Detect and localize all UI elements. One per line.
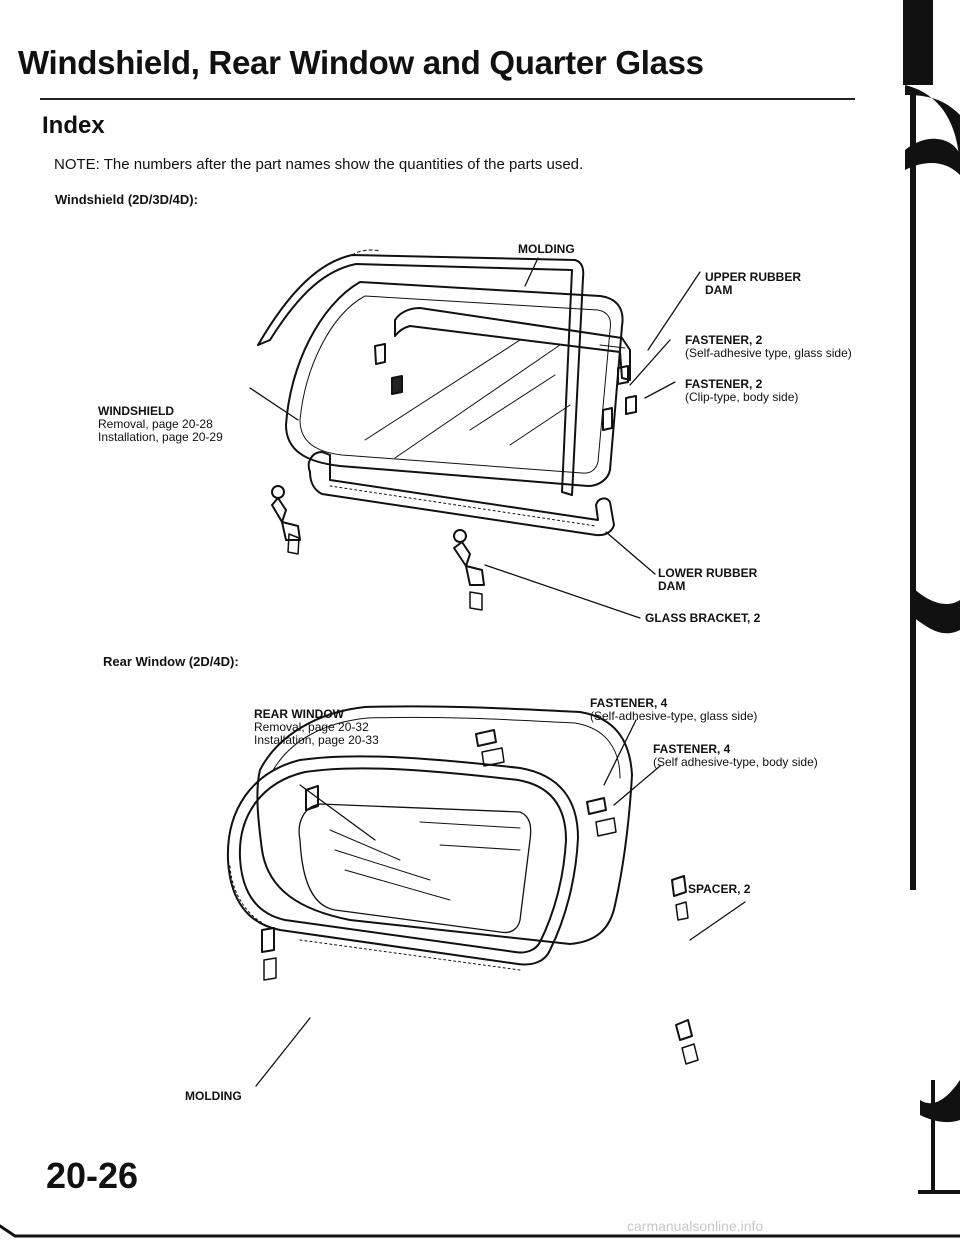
windshield-molding-shape: [257, 249, 585, 496]
fastener-name: FASTENER, 4: [590, 696, 668, 710]
section-heading: Index: [42, 112, 105, 139]
label-rear-molding: MOLDING: [185, 1089, 242, 1103]
fastener-detail: (Self-adhesive-type, glass side): [590, 709, 758, 723]
rear-window-removal-ref: Removal, page 20-32: [254, 720, 369, 734]
rear-window-leaders: [255, 719, 746, 1087]
watermark: carmanualsonline.info: [627, 1218, 764, 1234]
fastener-name: FASTENER, 2: [685, 377, 763, 391]
fastener-name: FASTENER, 4: [653, 742, 731, 756]
label-fastener-glass-rear: FASTENER, 4 (Self-adhesive-type, glass s…: [590, 697, 757, 723]
label-rear-window: REAR WINDOW Removal, page 20-32 Installa…: [254, 708, 379, 747]
windshield-installation-ref: Installation, page 20-29: [98, 430, 223, 444]
upper-rubber-dam-shape: [394, 307, 631, 381]
windshield-name: WINDSHIELD: [98, 404, 174, 418]
binding-marks: [903, 0, 960, 1194]
title-rule: [40, 98, 855, 100]
rear-window-installation-ref: Installation, page 20-33: [254, 733, 379, 747]
rear-window-molding-shape: [226, 755, 579, 971]
upper-rubber-dam-line-1: UPPER RUBBER: [705, 270, 802, 284]
label-windshield: WINDSHIELD Removal, page 20-28 Installat…: [98, 405, 223, 444]
lower-rubber-dam-line-1: LOWER RUBBER: [658, 566, 758, 580]
label-fastener-body-rear: FASTENER, 4 (Self adhesive-type, body si…: [653, 743, 818, 769]
windshield-heading: Windshield (2D/3D/4D):: [55, 192, 198, 207]
quantity-note: NOTE: The numbers after the part names s…: [54, 156, 584, 173]
windshield-leaders: [249, 257, 701, 619]
lower-rubber-dam-line-2: DAM: [658, 579, 686, 593]
fastener-detail: (Self-adhesive type, glass side): [685, 346, 852, 360]
fastener-detail: (Self adhesive-type, body side): [653, 755, 818, 769]
spacers-shape: [671, 875, 699, 1065]
rear-window-glass-shape: [256, 705, 633, 945]
label-upper-rubber-dam: UPPER RUBBER DAM: [705, 271, 801, 297]
windshield-glass-shape: [285, 281, 624, 487]
fasteners-rear: [261, 729, 617, 981]
rear-window-name: REAR WINDOW: [254, 707, 344, 721]
label-lower-rubber-dam: LOWER RUBBER DAM: [658, 567, 757, 593]
label-fastener-glass-windshield: FASTENER, 2 (Self-adhesive type, glass s…: [685, 334, 852, 360]
fastener-name: FASTENER, 2: [685, 333, 763, 347]
windshield-removal-ref: Removal, page 20-28: [98, 417, 213, 431]
glass-brackets-shape: [271, 485, 485, 611]
label-windshield-molding: MOLDING: [518, 242, 575, 256]
label-fastener-body-windshield: FASTENER, 2 (Clip-type, body side): [685, 378, 798, 404]
fastener-detail: (Clip-type, body side): [685, 390, 799, 404]
bottom-rule: [0, 1224, 960, 1238]
fasteners-windshield: [374, 343, 637, 431]
rear-window-heading: Rear Window (2D/4D):: [103, 654, 239, 669]
upper-rubber-dam-line-2: DAM: [705, 283, 733, 297]
page-number: 20-26: [46, 1155, 139, 1196]
lower-rubber-dam-shape: [307, 451, 615, 537]
label-glass-bracket: GLASS BRACKET, 2: [645, 611, 761, 625]
label-spacer: SPACER, 2: [688, 882, 751, 896]
page-title: Windshield, Rear Window and Quarter Glas…: [18, 44, 704, 81]
